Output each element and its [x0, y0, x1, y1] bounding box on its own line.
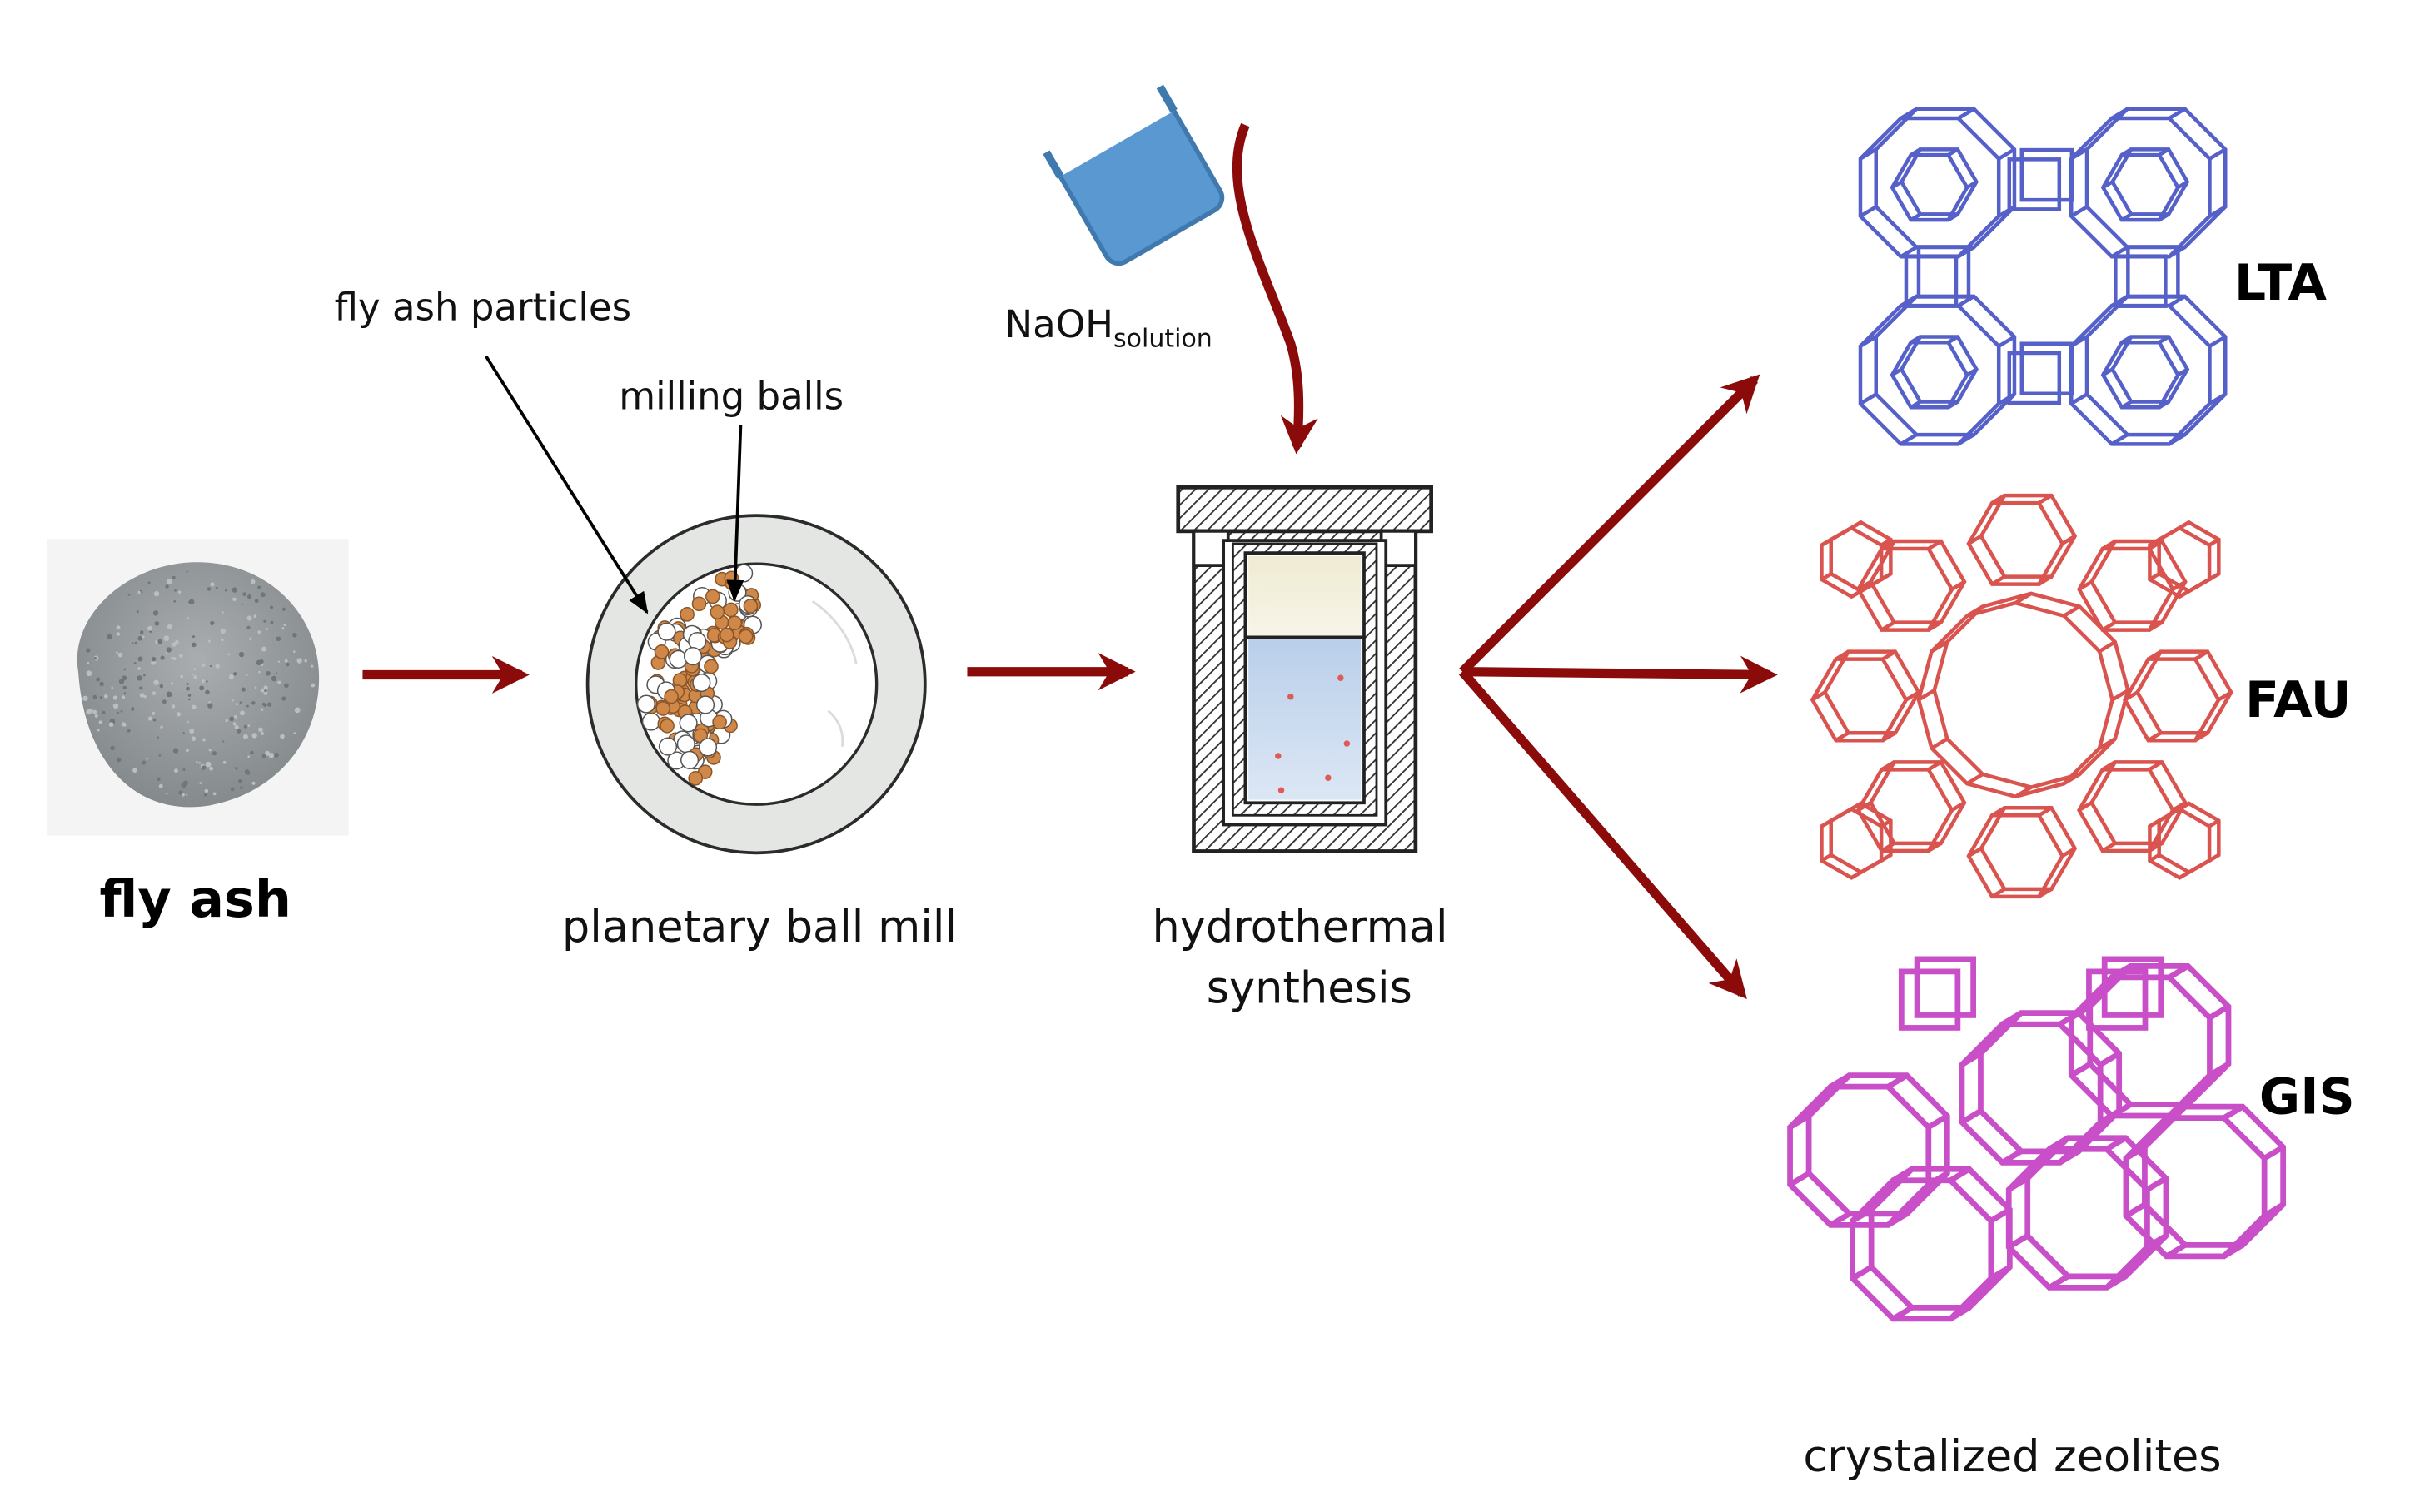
lta-label: LTA — [2234, 254, 2328, 312]
pointer-milling-balls — [726, 425, 744, 603]
fly-ash-particles-label: fly ash particles — [335, 286, 631, 330]
zeolite-lta — [1843, 97, 2234, 456]
beaker — [1043, 81, 1225, 266]
naoh-label: NaOHsolution — [1004, 302, 1212, 353]
planetary-ball-mill-label: planetary ball mill — [562, 902, 957, 952]
hydrothermal-label-line1: hydrothermal — [1153, 902, 1448, 952]
fly-ash-pile — [47, 539, 349, 836]
fly-ash-label: fly ash — [99, 869, 291, 929]
zeolite-fau — [1807, 479, 2238, 922]
crystalized-zeolites-label: crystalized zeolites — [1803, 1431, 2221, 1482]
ball-mill-jar — [585, 514, 927, 855]
hydrothermal-label-line2: synthesis — [1207, 962, 1412, 1013]
arrow-to-gis — [1458, 669, 1747, 999]
autoclave — [1176, 485, 1433, 853]
arrow-to-lta — [1459, 374, 1760, 675]
naoh-subscript: solution — [1113, 324, 1212, 353]
pointer-fly-ash-particles — [485, 355, 649, 614]
milling-balls-label: milling balls — [619, 375, 844, 419]
arrow-naoh-to-autoclave — [1232, 122, 1318, 455]
arrow-to-fau — [1462, 655, 1778, 694]
zeolite-gis — [1773, 949, 2287, 1353]
gis-label: GIS — [2259, 1068, 2355, 1127]
fau-label: FAU — [2245, 671, 2351, 729]
naoh-main: NaOH — [1004, 302, 1113, 346]
